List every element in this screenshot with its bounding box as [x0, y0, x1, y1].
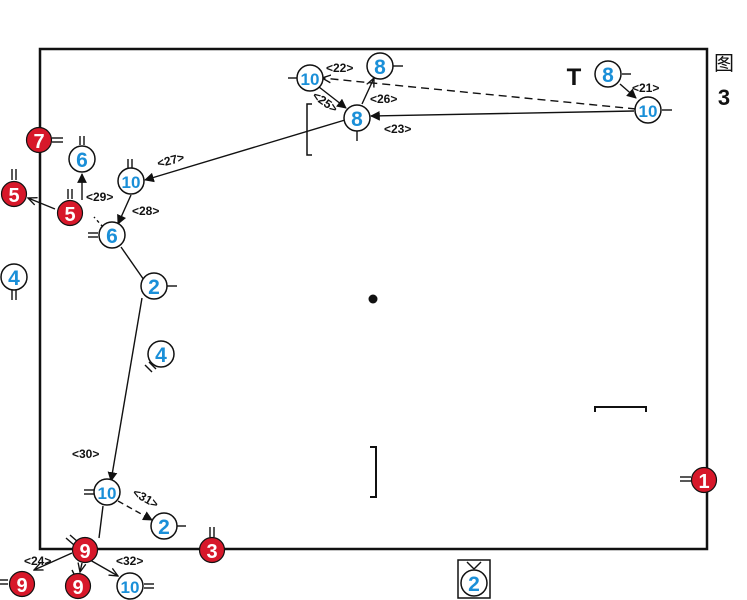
pass-line-31	[117, 500, 153, 521]
cone-line-right	[594, 406, 647, 412]
pass-line-30	[107, 297, 143, 482]
blue-player-8-right: 8	[594, 60, 622, 88]
svg-text:2: 2	[158, 516, 170, 539]
pass-line-10-to-9	[98, 505, 104, 539]
field-boundary	[38, 47, 709, 551]
pass-line-24	[34, 552, 73, 570]
pass-label-28: <28>	[132, 204, 159, 218]
pass-label-23: <23>	[384, 122, 411, 136]
pass-line-9-to-9	[80, 563, 82, 572]
blue-player-10-top: 10	[296, 64, 324, 92]
coach-mark: T	[567, 64, 582, 91]
blue-player-8-mid: 8	[343, 104, 371, 132]
pass-label-25: <25>	[310, 89, 340, 116]
run-line-6-to-2	[120, 246, 145, 281]
pass-label-22: <22>	[326, 61, 353, 75]
pass-lines	[28, 78, 637, 576]
svg-text:10: 10	[301, 70, 320, 89]
cone-line-bottom	[370, 446, 377, 498]
pass-line-25	[318, 86, 347, 109]
blue-player-10-lower: 10	[116, 572, 144, 600]
red-player-7: 7	[25, 126, 53, 154]
red-player-5-edge: 5	[0, 180, 28, 208]
pass-label-24: <24>	[24, 554, 51, 568]
svg-text:10: 10	[639, 102, 658, 121]
blue-player-6-mid: 6	[98, 221, 126, 249]
blue-player-4-edge: 4	[0, 263, 28, 291]
pass-line-23	[370, 110, 635, 121]
svg-text:4: 4	[8, 267, 20, 290]
red-player-5-field: 5	[56, 199, 84, 227]
red-player-9-line: 9	[71, 536, 99, 564]
svg-text:7: 7	[33, 131, 44, 153]
svg-text:8: 8	[602, 64, 614, 87]
pass-label-31: <31>	[130, 485, 161, 511]
pass-line-21	[619, 83, 637, 99]
facing-ticks	[0, 65, 691, 589]
pass-line-32	[89, 559, 118, 576]
red-player-3: 3	[198, 536, 226, 564]
blue-player-2-bottom: 2	[150, 512, 178, 540]
run-line-6-to-5	[93, 216, 104, 228]
cone-line-top	[306, 103, 312, 156]
svg-text:2: 2	[148, 276, 160, 299]
pass-label-21: <21>	[632, 81, 659, 95]
run-line-5-to-5	[28, 198, 56, 210]
blue-player-10-left: 10	[117, 167, 145, 195]
svg-text:2: 2	[468, 573, 480, 596]
blue-player-2-mid: 2	[140, 272, 168, 300]
svg-text:10: 10	[122, 173, 141, 192]
blue-player-10-bottom: 10	[93, 478, 121, 506]
blue-player-10-right: 10	[634, 96, 662, 124]
pass-line-26	[361, 78, 374, 105]
blue-player-8-top: 8	[366, 52, 394, 80]
svg-text:6: 6	[76, 149, 88, 172]
svg-text:10: 10	[98, 484, 117, 503]
svg-text:8: 8	[374, 56, 386, 79]
pass-label-30: <30>	[72, 447, 99, 461]
blue-players: 8 10 8 8 10 6 10 6 4 2 4 10 2 10 2	[0, 52, 662, 600]
red-player-9-lower: 9	[64, 572, 92, 600]
pass-label-32: <32>	[116, 554, 143, 568]
pass-label-26: <26>	[370, 92, 397, 106]
svg-text:1: 1	[698, 471, 709, 493]
figure-caption-number: 3	[718, 85, 730, 110]
svg-text:5: 5	[64, 204, 75, 226]
blue-player-6-top: 6	[68, 145, 96, 173]
svg-text:10: 10	[121, 578, 140, 597]
blue-player-2-goal: 2	[460, 569, 488, 597]
pass-line-27	[144, 119, 346, 183]
pass-line-28	[117, 194, 132, 225]
figure-caption-char: 图	[714, 51, 734, 75]
svg-text:9: 9	[72, 577, 83, 599]
svg-text:6: 6	[106, 225, 118, 248]
goal-box	[457, 559, 491, 599]
svg-text:9: 9	[79, 541, 90, 563]
svg-text:8: 8	[351, 108, 363, 131]
svg-text:3: 3	[206, 541, 217, 563]
red-player-9-corner: 9	[8, 570, 36, 598]
red-player-1: 1	[690, 466, 718, 494]
svg-text:5: 5	[8, 185, 19, 207]
svg-text:4: 4	[155, 344, 167, 367]
red-players: 7 5 5 1 3 9 9 9	[0, 126, 718, 600]
pass-label-27: <27>	[156, 150, 186, 170]
svg-text:9: 9	[16, 575, 27, 597]
center-dot	[368, 294, 378, 304]
blue-player-4-field: 4	[147, 340, 175, 368]
pass-label-29: <29>	[86, 190, 113, 204]
